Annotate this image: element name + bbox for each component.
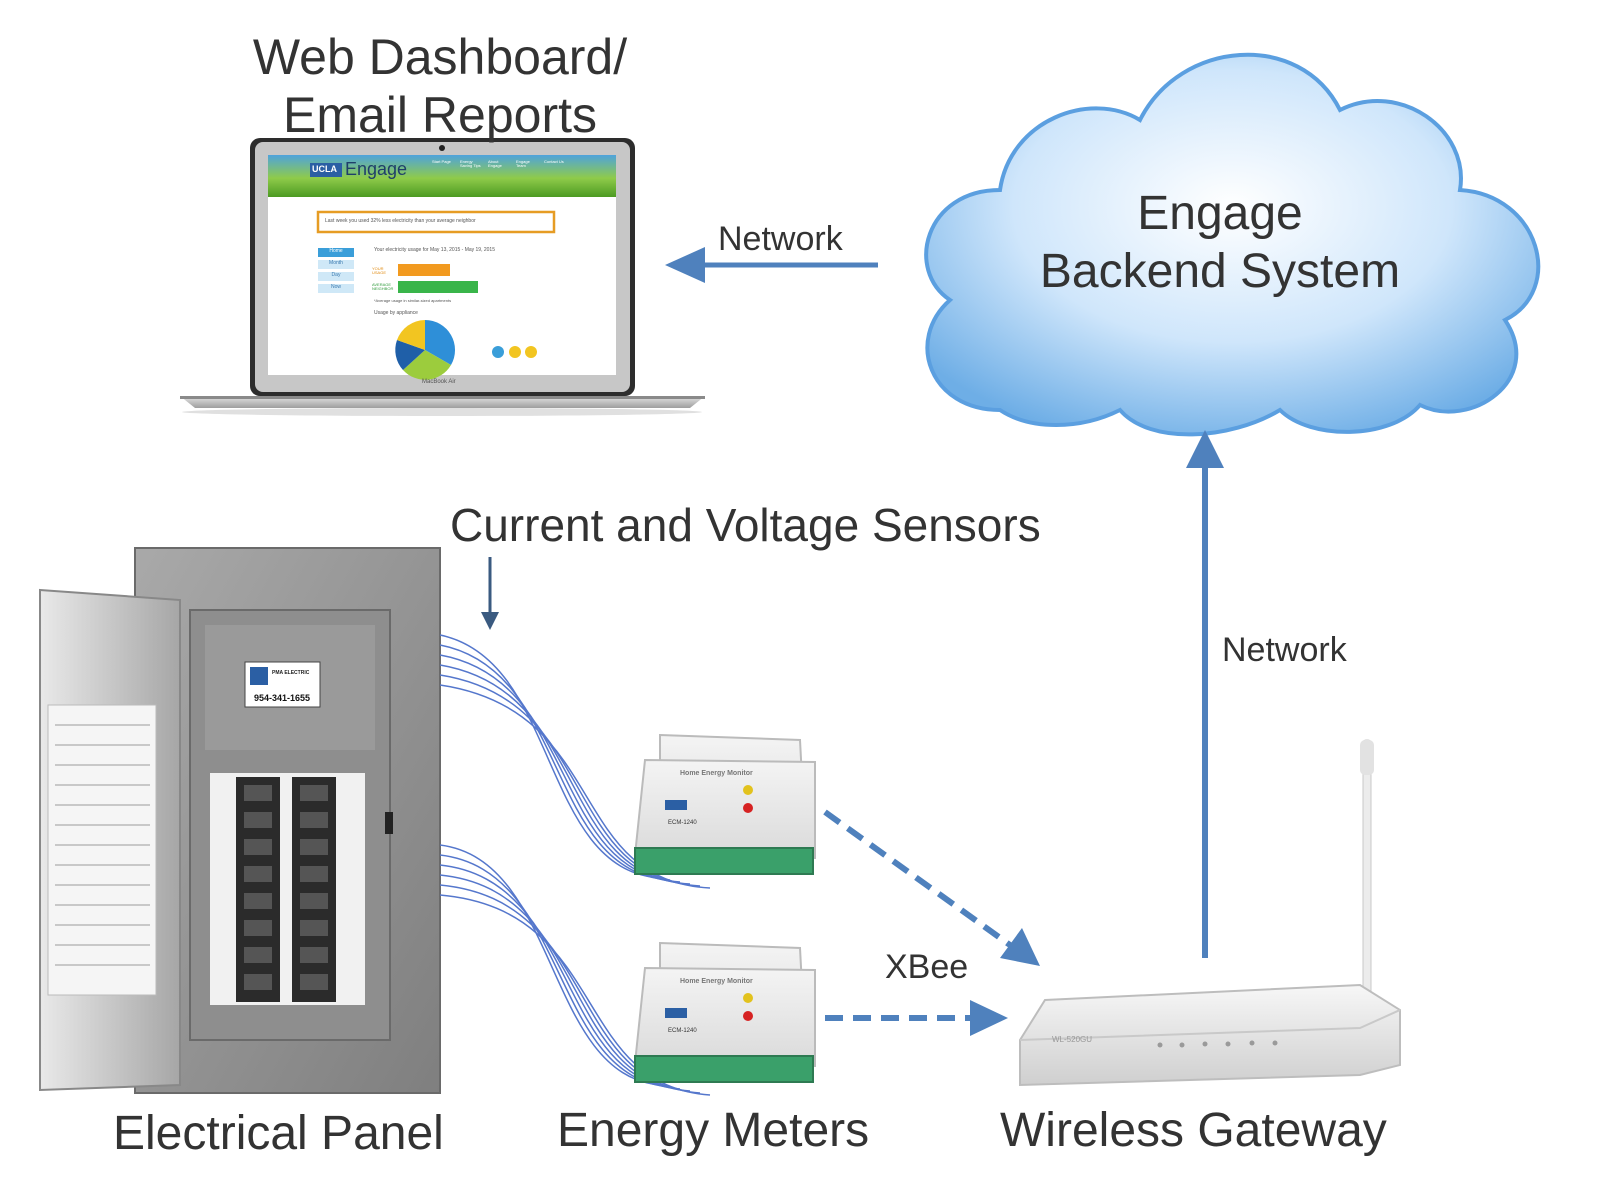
network-label-right: Network [1222,631,1347,669]
laptop-note: *Average usage in similar-sized apartmen… [374,298,452,303]
xbee-arrow-lower [825,1000,1008,1036]
dashboard-title: Web Dashboard/ Email Reports [230,28,650,144]
wireless-router-image [1019,739,1401,1087]
laptop-bar-label: AVERAGE NEIGHBOR [372,282,394,291]
laptop-side-tab: Home [329,248,343,254]
network-arrow-left [665,247,878,283]
xbee-arrow-upper [823,809,1040,966]
meter-title: Home Energy Monitor [680,770,753,777]
router-model: WL-520GU [1052,1035,1093,1044]
network-arrow-up [1186,430,1224,958]
laptop-side-tab: Now [330,284,341,290]
laptop-app-name: Engage [345,159,408,179]
xbee-label: XBee [885,948,969,986]
electrical-panel-image [39,547,441,1094]
laptop-nav: Start Page Energy Saving Tips About Enga… [432,160,572,168]
meter-title: Home Energy Monitor [680,978,753,985]
laptop-nav-item: Contact Us [544,159,564,164]
sensors-label: Current and Voltage Sensors [450,499,1041,551]
dashboard-title-line1: Web Dashboard/ [252,29,628,85]
cloud-title-line2: Backend System [1039,245,1401,298]
meter-model: ECM-1240 [668,1028,697,1034]
cloud-title: Engage Backend System [1000,185,1440,301]
dashboard-title-line2: Email Reports [283,87,597,143]
cloud-title-line1: Engage [1137,187,1303,240]
sensor-arrow [481,557,499,630]
laptop-side-tab: Day [331,272,341,278]
energy-meter-image [633,941,816,1083]
laptop-nav-item: Start Page [432,159,451,164]
meters-label: Energy Meters [557,1104,870,1157]
laptop-banner: Last week you used 32% less electricity … [325,218,476,224]
laptop-side-tab: Month [329,260,343,266]
laptop-nav-item: Engage Team [516,159,530,168]
gateway-label: Wireless Gateway [1000,1104,1387,1157]
cloud-icon [924,52,1541,437]
laptop-appliance-title: Usage by appliance [374,310,418,316]
laptop-nav-item: About Engage [488,159,502,168]
network-label-top: Network [718,220,843,258]
laptop-bar-label: YOUR USAGE [372,266,387,275]
laptop-usage-title: Your electricity usage for May 13, 2015 … [374,247,495,253]
laptop-model: MacBook Air [422,379,456,385]
laptop-image [180,138,705,416]
laptop-brand: UCLA [312,164,337,174]
laptop-nav-item: Energy Saving Tips [460,159,481,168]
panel-sticker-company: PMA ELECTRIC [272,670,310,676]
energy-meter-image [633,733,816,875]
panel-sticker-phone: 954-341-1655 [254,693,311,703]
panel-label: Electrical Panel [113,1107,444,1160]
meter-model: ECM-1240 [668,820,697,826]
